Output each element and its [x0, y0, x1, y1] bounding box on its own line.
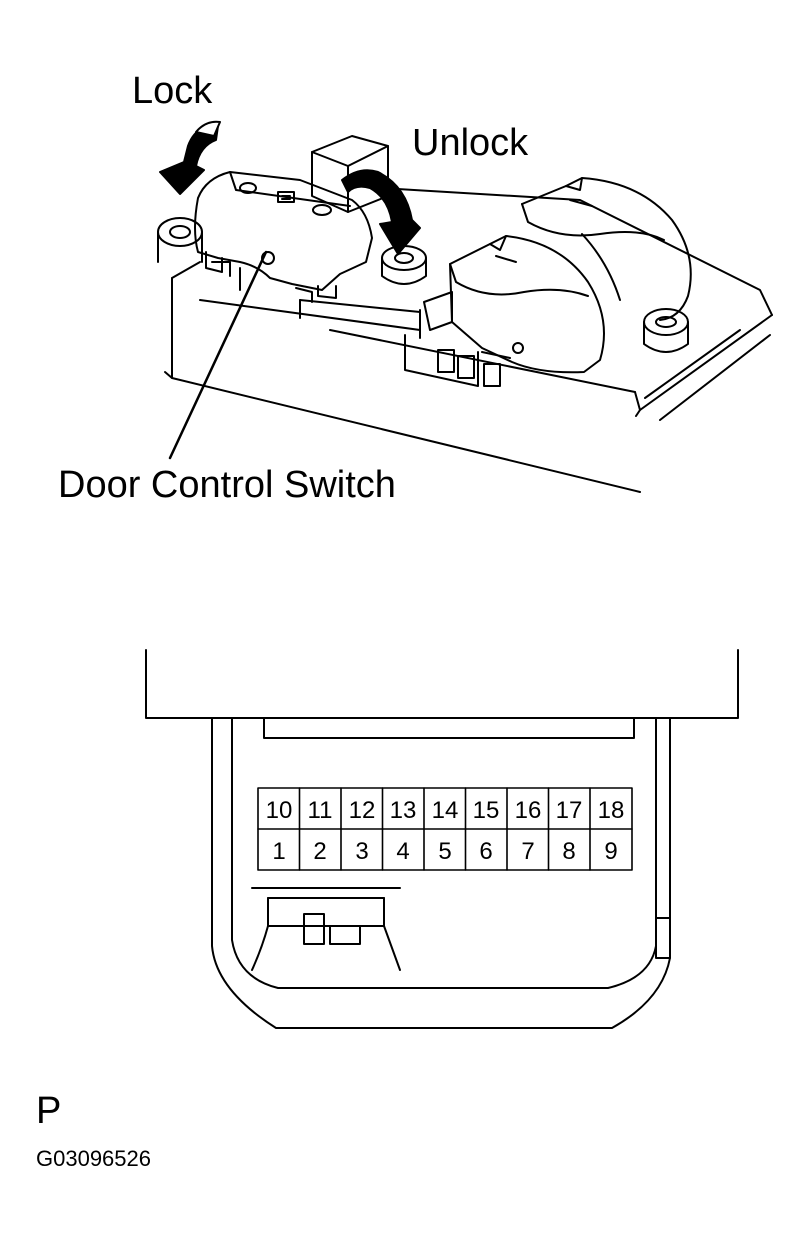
pin-label: 1 — [272, 838, 285, 865]
figure-code: G03096526 — [36, 1146, 151, 1171]
pin-label: 13 — [390, 797, 417, 824]
pin-label: 11 — [308, 797, 333, 824]
pin-label: 8 — [562, 838, 575, 865]
window-switch-front — [423, 235, 605, 374]
pin-label: 12 — [349, 797, 376, 824]
pin-label: 7 — [521, 838, 534, 865]
switch-leader-line — [168, 250, 268, 460]
view-label: P — [36, 1090, 62, 1132]
pin-label: 3 — [355, 838, 368, 865]
pin-label: 2 — [313, 838, 326, 865]
pin-label: 16 — [515, 797, 542, 824]
pin-label: 9 — [604, 838, 617, 865]
door-control-switch — [194, 171, 373, 299]
lock-label: Lock — [132, 70, 213, 112]
connector-housing — [145, 649, 739, 1029]
unlock-label: Unlock — [412, 122, 529, 164]
pin-label: 14 — [432, 797, 459, 824]
pin-row-top: 10 11 12 13 14 15 16 17 18 — [266, 797, 625, 824]
pin-label: 6 — [479, 838, 492, 865]
unlock-arrow-icon — [341, 169, 421, 255]
pin-label: 5 — [438, 838, 451, 865]
pin-label: 18 — [598, 797, 625, 824]
pin-row-bottom: 1 2 3 4 5 6 7 8 9 — [272, 838, 617, 865]
pin-label: 17 — [556, 797, 583, 824]
door-control-switch-label: Door Control Switch — [58, 464, 396, 506]
lock-arrow-icon — [159, 124, 219, 195]
window-switch-rear — [521, 177, 692, 321]
connector-pin-grid — [257, 787, 633, 871]
pin-label: 10 — [266, 797, 293, 824]
lock-arrow-tail-icon — [195, 120, 221, 137]
pin-label: 4 — [396, 838, 409, 865]
pin-label: 15 — [473, 797, 500, 824]
